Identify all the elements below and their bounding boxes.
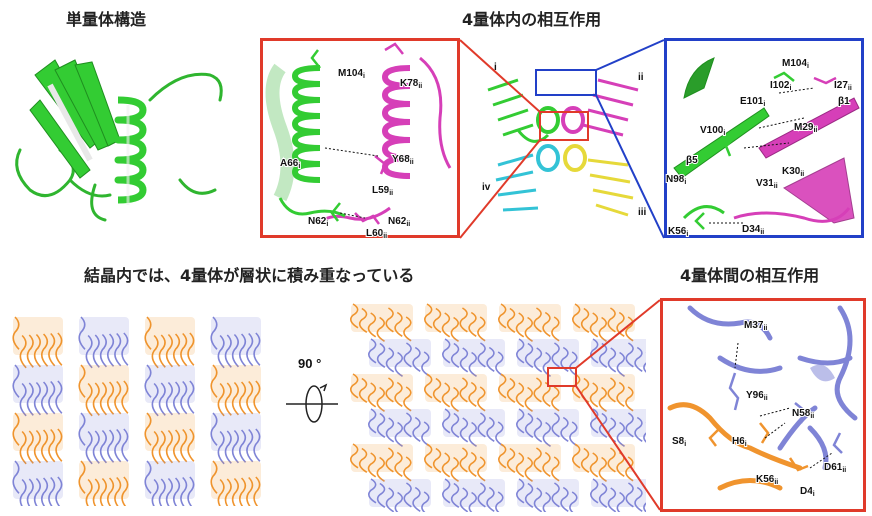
inter-label-k56: K56ii — [756, 474, 778, 486]
layer-tetramer — [497, 373, 561, 412]
layer-tetramer — [589, 478, 646, 512]
blue-label-e101: E101i — [740, 96, 765, 108]
layer-tetramer — [367, 338, 431, 377]
layer-tetramer — [497, 303, 561, 342]
blue-label-i27: I27ii — [834, 80, 852, 92]
layer-tetramer — [441, 408, 505, 447]
chain-label-iv: iv — [482, 182, 491, 193]
red-label-l59: L59ii — [372, 185, 393, 197]
blue-label-d34: D34ii — [742, 224, 764, 236]
blue-label-k30: K30ii — [782, 166, 804, 178]
lattice-tetramer — [12, 316, 63, 369]
inter-tetramer-zoom: M37ii Y96ii N58ii S8i H6i D61ii K56ii D4… — [660, 298, 866, 512]
inter-tetramer-title: 4量体間の相互作用 — [680, 266, 820, 285]
blue-label-k56: K56i — [668, 226, 688, 238]
layer-tetramer — [515, 478, 579, 512]
chain-i — [487, 78, 550, 143]
lattice-tetramer — [78, 460, 129, 506]
layer-tetramer — [571, 373, 635, 412]
red-label-n62-i: N62i — [308, 216, 328, 228]
lattice-tetramer — [78, 412, 129, 465]
helix-interface-zoom: M104i K78ii A66i Y68ii L59ii N62i N62ii … — [260, 38, 460, 238]
red-label-m104: M104i — [338, 68, 365, 80]
layer-tetramer — [350, 303, 413, 342]
layer-tetramer — [497, 443, 561, 482]
lattice-tetramer — [78, 364, 129, 417]
lattice-tetramer — [144, 412, 195, 465]
lattice-tetramer — [210, 364, 261, 417]
sheet-interface-zoom: M104i I27ii I102i β1 E101i M29ii V100i β… — [664, 38, 864, 238]
tetramer-interactions-title: 4量体内の相互作用 — [462, 10, 602, 29]
chain-iii — [587, 158, 634, 217]
chain-label-iii: iii — [638, 207, 647, 218]
lattice-tetramer — [144, 364, 195, 417]
monomer-title: 単量体構造 — [66, 10, 147, 29]
layer-tetramer — [515, 408, 579, 447]
inter-label-d4: D4i — [800, 486, 815, 498]
lattice-tetramer — [210, 316, 261, 369]
layer-tetramer — [441, 478, 505, 512]
chain-iv — [495, 153, 539, 212]
blue-label-b1: β1 — [838, 96, 850, 107]
blue-label-n98: N98i — [666, 174, 686, 186]
lattice-tetramer — [210, 460, 261, 506]
tetramer-overview: i ii iii iv — [478, 50, 658, 240]
layer-tetramer — [423, 373, 487, 412]
layer-tetramer — [367, 478, 431, 512]
blue-label-m29: M29ii — [794, 122, 817, 134]
red-label-k78: K78ii — [400, 78, 422, 90]
crystal-packing-top-view — [8, 310, 270, 506]
layer-tetramer — [423, 303, 487, 342]
red-label-l60: L60ii — [366, 228, 387, 238]
lattice-tetramer — [12, 460, 63, 506]
red-label-n62-ii: N62ii — [388, 216, 410, 228]
inter-label-h6: H6i — [732, 436, 747, 448]
chain-label-ii: ii — [638, 72, 644, 83]
blue-label-i102: I102i — [770, 80, 791, 92]
layer-tetramer — [423, 443, 487, 482]
blue-label-v100: V100i — [700, 125, 725, 137]
inter-label-m37: M37ii — [744, 320, 767, 332]
inter-label-n58: N58ii — [792, 408, 814, 420]
layer-tetramer — [367, 408, 431, 447]
chain-label-i: i — [494, 62, 497, 73]
monomer-structure — [0, 30, 250, 230]
layer-tetramer — [441, 338, 505, 377]
blue-label-b5: β5 — [686, 155, 698, 166]
lattice-tetramer — [210, 412, 261, 465]
lattice-tetramer — [12, 364, 63, 417]
layer-tetramer — [350, 373, 413, 412]
red-label-a66: A66i — [280, 158, 300, 170]
inter-label-d61: D61ii — [824, 462, 846, 474]
inter-label-y96: Y96ii — [746, 390, 768, 402]
blue-label-v31: V31ii — [756, 178, 778, 190]
crystal-layers-side-view — [350, 300, 646, 512]
lattice-tetramer — [144, 316, 195, 369]
blue-label-m104: M104i — [782, 58, 809, 70]
inter-label-s8: S8i — [672, 436, 686, 448]
layer-tetramer — [350, 443, 413, 482]
monomer-helix — [114, 96, 147, 205]
chain-ii — [582, 78, 639, 137]
crystal-layers-title: 結晶内では、4量体が層状に積み重なっている — [84, 266, 415, 285]
rotation-arrow-icon — [319, 383, 328, 392]
lattice-tetramer — [144, 460, 195, 506]
lattice-tetramer — [12, 412, 63, 465]
rotation-label: 90 ° — [298, 356, 321, 371]
lattice-tetramer — [78, 316, 129, 369]
red-label-y68: Y68ii — [392, 154, 414, 166]
rotation-indicator: 90 ° — [282, 354, 342, 434]
layer-tetramer — [515, 338, 579, 377]
